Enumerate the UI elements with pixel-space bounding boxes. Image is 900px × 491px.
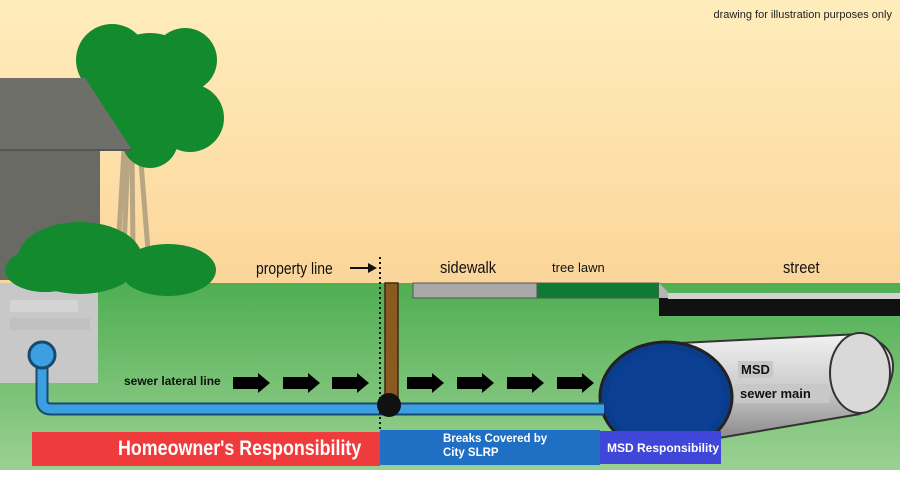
msd-responsibility-band: MSD Responsibility bbox=[600, 431, 721, 464]
sewer-main-pipe bbox=[598, 332, 895, 454]
msd-responsibility-label: MSD Responsibility bbox=[607, 441, 720, 455]
flow-arrows bbox=[233, 373, 594, 393]
flow-arrow bbox=[507, 373, 544, 393]
tree-lawn-strip bbox=[536, 282, 660, 299]
msd-label: MSD bbox=[738, 361, 773, 378]
sewer-lateral-label: sewer lateral line bbox=[124, 374, 221, 388]
street-surface bbox=[659, 298, 900, 316]
flow-arrow bbox=[233, 373, 270, 393]
bottom-strip bbox=[0, 470, 900, 491]
cleanout-fitting bbox=[377, 393, 401, 417]
homeowner-responsibility-band: Homeowner's Responsibility bbox=[32, 432, 380, 466]
flow-arrow bbox=[457, 373, 494, 393]
flow-arrow bbox=[332, 373, 369, 393]
street-label: street bbox=[783, 258, 820, 277]
homeowner-responsibility-label: Homeowner's Responsibility bbox=[118, 437, 362, 460]
flow-arrow bbox=[557, 373, 594, 393]
flow-arrow bbox=[283, 373, 320, 393]
property-line-arrow bbox=[350, 263, 377, 273]
disclaimer-note: drawing for illustration purposes only bbox=[713, 9, 892, 21]
property-line-label: property line bbox=[256, 259, 333, 278]
tree-lawn-label: tree lawn bbox=[552, 260, 605, 275]
sewer-main-label: sewer main bbox=[735, 384, 829, 403]
slrp-coverage-band: Breaks Covered by City SLRP bbox=[380, 430, 600, 465]
sidewalk-slab bbox=[412, 282, 538, 299]
curb bbox=[659, 283, 668, 298]
street-edge bbox=[668, 293, 900, 299]
cleanout-post bbox=[384, 282, 399, 402]
bushes bbox=[5, 222, 216, 296]
flow-arrow bbox=[407, 373, 444, 393]
sewer-lateral-pipe bbox=[27, 340, 604, 416]
slrp-coverage-label: Breaks Covered by City SLRP bbox=[443, 433, 548, 459]
sidewalk-label: sidewalk bbox=[440, 258, 497, 277]
